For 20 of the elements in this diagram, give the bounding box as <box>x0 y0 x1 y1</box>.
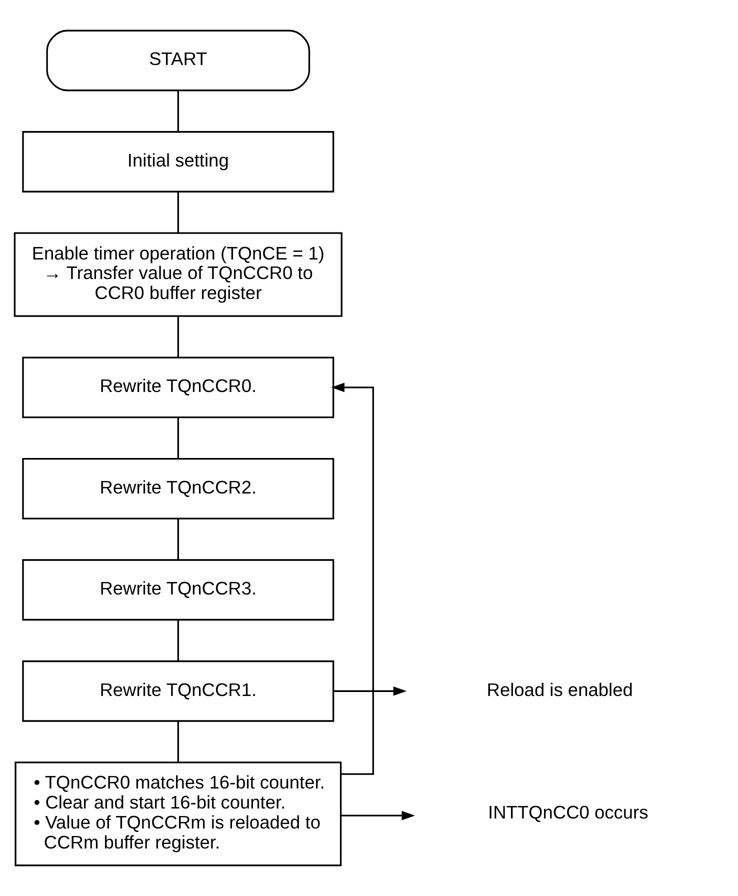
connector <box>177 90 179 132</box>
node-box: Enable timer operation (TQnCE = 1) → Transfer value of TQnCCR0 to CCR0 buffer register <box>14 232 342 317</box>
arrow <box>331 382 374 775</box>
node-box: • TQnCCR0 matches 16-bit counter. • Clear and start 16-bit counter. • Value of TQnCCRm is reloaded to CCRm buffer register. <box>14 762 342 866</box>
node-box: Rewrite TQnCCR1. <box>22 660 334 722</box>
connector <box>177 192 179 233</box>
connector <box>177 519 179 560</box>
node-box: Rewrite TQnCCR3. <box>22 559 334 621</box>
connector <box>177 316 179 358</box>
node-text: Reload is enabled <box>486 678 633 700</box>
node-text: INTTQnCC0 occurs <box>488 802 648 823</box>
node-box: START <box>46 30 310 92</box>
node-box: Rewrite TQnCCR0. <box>22 356 334 418</box>
node-box: Initial setting <box>22 131 334 192</box>
arrow <box>333 686 407 696</box>
connector <box>177 721 179 762</box>
connector <box>177 418 179 458</box>
node-box: Rewrite TQnCCR2. <box>22 458 334 520</box>
connector <box>177 620 179 661</box>
arrow <box>341 810 416 820</box>
